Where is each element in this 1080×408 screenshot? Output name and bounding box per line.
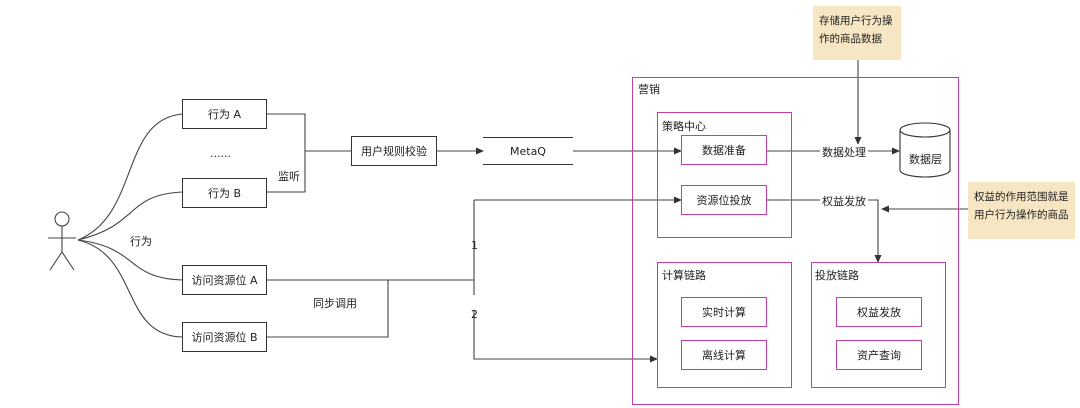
note-store-user-action: 存储用户行为操 作的商品数据 [813, 6, 901, 60]
visit-resource-a-node: 访问资源位 A [182, 265, 267, 295]
actor-to-behavior-b [77, 191, 183, 241]
resource-delivery-node: 资源位投放 [681, 185, 767, 215]
note-rights-scope: 权益的作用范围就是 用户行为操作的商品 [968, 182, 1075, 239]
data-layer-cylinder [899, 122, 951, 178]
compute-chain-group [657, 262, 792, 388]
behavior-a-node: 行为 A [182, 99, 267, 129]
realtime-compute-node: 实时计算 [681, 297, 767, 327]
visit-resource-b-node: 访问资源位 B [182, 322, 267, 352]
actor-to-visit-a [77, 239, 183, 281]
asset-query-node: 资产查询 [836, 340, 922, 370]
note-right-line-1: 权益的作用范围就是 [974, 191, 1069, 203]
rights-issue-flow-label: 权益发放 [820, 193, 868, 209]
metaq-queue-node: MetaQ [483, 137, 573, 165]
offline-compute-node: 离线计算 [681, 340, 767, 370]
rule-check-node: 用户规则校验 [351, 136, 437, 166]
data-prep-node: 数据准备 [681, 135, 767, 165]
note-top-line-1: 存储用户行为操 [819, 15, 893, 27]
route-number-2: 2 [471, 308, 478, 321]
marketing-title: 营销 [638, 83, 660, 96]
delivery-chain-group [811, 262, 946, 388]
route-number-1: 1 [471, 239, 478, 252]
actor-to-visit-b [77, 239, 183, 338]
rights-issue-node: 权益发放 [836, 297, 922, 327]
note-top-line-2: 作的商品数据 [819, 33, 882, 45]
behavior-b-node: 行为 B [182, 178, 267, 208]
marketing-group [632, 77, 959, 405]
listen-label: 监听 [278, 170, 300, 183]
strategy-center-title: 策略中心 [662, 120, 706, 133]
note-right-line-2: 用户行为操作的商品 [974, 209, 1069, 221]
behavior-ellipsis: ...... [210, 147, 231, 160]
strategy-center-group [657, 112, 792, 238]
behavior-merge-line [267, 113, 306, 193]
sync-call-label: 同步调用 [313, 297, 357, 310]
data-layer-label: 数据层 [909, 153, 942, 166]
user-actor-icon [48, 211, 76, 271]
actor-to-behavior-a [77, 113, 183, 241]
delivery-chain-title: 投放链路 [815, 269, 859, 282]
compute-chain-title: 计算链路 [662, 269, 706, 282]
data-process-label: 数据处理 [820, 144, 868, 160]
actor-behavior-label: 行为 [130, 235, 152, 248]
